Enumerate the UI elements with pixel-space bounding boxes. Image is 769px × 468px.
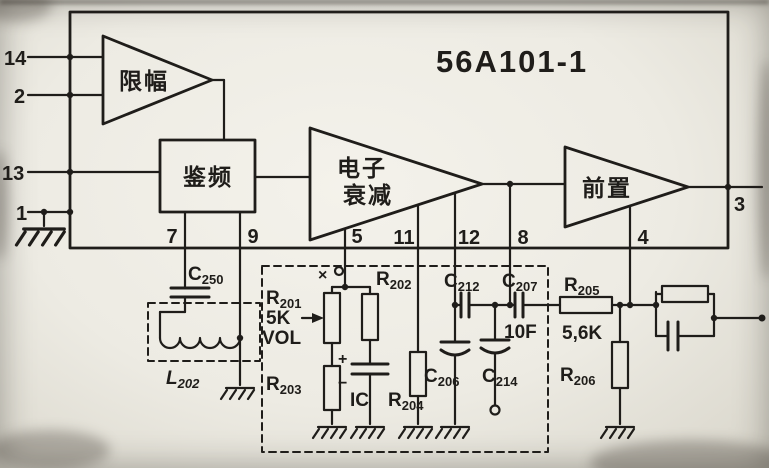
coupling-path: C212 C207 10F R205 5,6K: [444, 182, 658, 344]
ground-symbol: [434, 425, 471, 440]
discriminator-block: 鉴频: [158, 138, 312, 214]
c212-label: C212: [444, 271, 479, 294]
pin4-r206-branch: R206: [560, 204, 636, 440]
x-mark: ×: [318, 267, 327, 284]
l202-label: L202: [166, 368, 200, 391]
r201-value: 5K: [266, 308, 291, 329]
r201-potentiometer: [322, 291, 342, 345]
c214-label: C214: [482, 366, 518, 389]
r205-label: R205: [564, 275, 599, 298]
r201-note: VOL: [262, 328, 301, 349]
r204-branch: R204: [388, 203, 434, 440]
ic-cap-label: IC: [350, 390, 369, 411]
limiter-label: 限幅: [119, 68, 169, 94]
pin-5-label: 5: [351, 226, 362, 248]
bottom-pin-labels: 7 9 5 11 12 8 4: [166, 226, 649, 249]
minus-sign: −: [338, 375, 347, 392]
c250-label: C250: [188, 264, 223, 287]
pin-9-label: 9: [247, 226, 258, 248]
r205-resistor: [558, 295, 614, 315]
c206-label: C206: [424, 366, 459, 389]
ic-part-number: 56A101-1: [436, 44, 588, 79]
attenuator-amp: 电子 衰减: [308, 126, 567, 242]
plus-sign: +: [338, 351, 347, 368]
discriminator-label: 鉴频: [182, 164, 233, 190]
pin-4-label: 4: [637, 227, 649, 249]
ic-boundary: 56A101-1: [68, 10, 730, 250]
ground-symbol: [14, 227, 66, 247]
left-pins: 14 2 13 1: [2, 48, 162, 247]
wiper-arrow: [312, 313, 324, 323]
jack-circle: [333, 265, 345, 277]
r204-label: R204: [388, 390, 424, 413]
ground-symbol: [599, 425, 636, 440]
pin-12-label: 12: [458, 227, 480, 249]
output-resistor: [660, 284, 710, 304]
scan-smudge: [0, 150, 8, 260]
attenuator-label-1: 电子: [337, 155, 387, 181]
output-rc-network: [652, 284, 766, 352]
inductor-coil: [158, 336, 242, 350]
preamp-label: 前置: [582, 175, 632, 201]
attenuator-label-2: 衰减: [342, 182, 393, 208]
c207-value: 10F: [504, 322, 537, 343]
pin-11-label: 11: [393, 227, 414, 249]
pin-14-label: 14: [4, 48, 27, 70]
ground-symbol: [397, 425, 434, 440]
scan-edge: [0, 0, 769, 4]
module-dashed-box: [261, 265, 549, 453]
pin-13-label: 13: [2, 163, 24, 185]
c214-branch: C214: [479, 301, 518, 416]
r205-value: 5,6K: [562, 323, 602, 344]
r206-resistor: [610, 340, 630, 390]
preamp-amp: 前置 3: [563, 145, 764, 229]
pin-1-label: 1: [16, 203, 27, 225]
r202-resistor: [360, 292, 380, 342]
pin-7-label: 7: [166, 226, 177, 248]
scan-smudge: [758, 60, 769, 280]
limiter-amp: 限幅: [101, 34, 226, 142]
scan-smudge: [0, 430, 110, 468]
c207-label: C207: [502, 271, 537, 294]
ground-symbol: [311, 425, 348, 440]
pin-8-label: 8: [517, 227, 528, 249]
scan-smudge: [0, 0, 52, 22]
pin-2-label: 2: [14, 86, 25, 108]
ground-symbol: [349, 425, 386, 440]
ground-symbol: [219, 386, 256, 401]
volume-network: × R201 5K VOL R202 R203 + − IC: [262, 227, 411, 440]
r201-label: R201: [266, 288, 301, 311]
r206-label: R206: [560, 365, 595, 388]
r203-label: R203: [266, 374, 301, 397]
c206-branch: C206: [424, 191, 471, 440]
r202-label: R202: [376, 269, 411, 292]
pin-3-label: 3: [734, 194, 745, 216]
terminal-circle: [489, 404, 501, 416]
tank-circuit: C250 L202: [147, 210, 261, 401]
inductor-dashed-box: [147, 302, 261, 362]
